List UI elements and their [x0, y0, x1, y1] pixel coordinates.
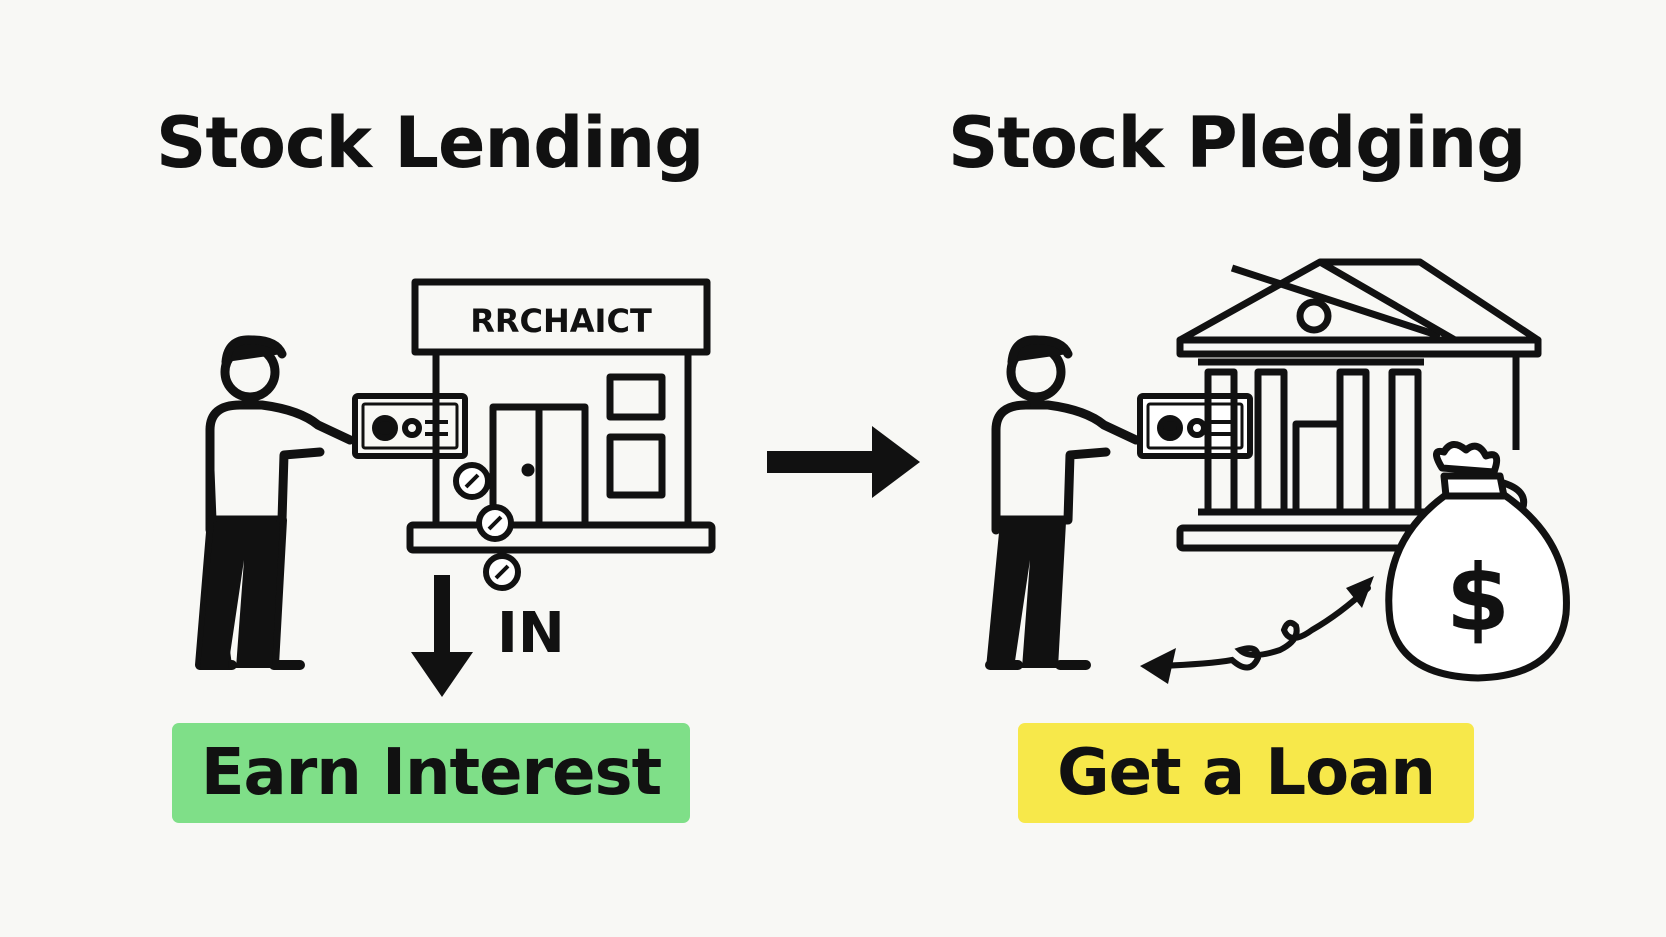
stock-certificate-icon: [1137, 393, 1253, 459]
dollar-sign: $: [1446, 545, 1510, 652]
in-label: IN: [497, 601, 565, 666]
stock-pledging-title: Stock Pledging: [948, 102, 1526, 184]
coin-icon: [453, 462, 521, 591]
money-bag-icon: [1385, 441, 1570, 682]
curved-double-arrow-icon: [1140, 576, 1374, 684]
get-a-loan-badge: Get a Loan: [1018, 723, 1474, 823]
right-arrow-icon: [767, 426, 920, 498]
earn-interest-badge: Earn Interest: [172, 723, 690, 823]
store-sign-text: RRCHAICT: [470, 302, 652, 340]
down-arrow-icon: [411, 575, 473, 697]
person-icon: [985, 335, 1141, 670]
store-building-icon: [406, 278, 716, 554]
person-icon: [195, 335, 355, 670]
stock-lending-title: Stock Lending: [156, 102, 704, 184]
stock-certificate-icon: [352, 393, 468, 459]
